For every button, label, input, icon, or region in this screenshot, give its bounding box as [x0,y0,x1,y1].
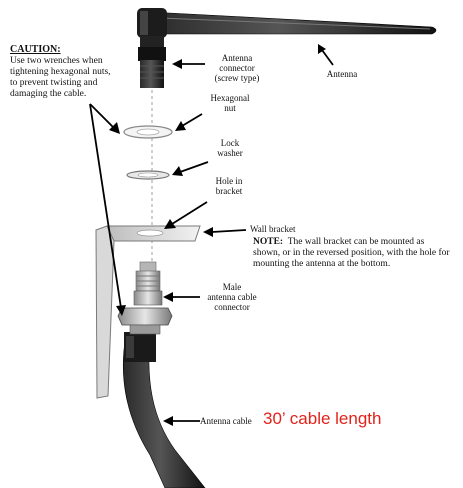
label-hole-in-bracket: Hole in bracket [215,176,243,196]
label-antenna: Antenna [326,69,358,79]
arrow-antenna [318,44,334,66]
antenna-connector [138,36,166,88]
arrow-antenna-cable [163,416,200,426]
wall-bracket [95,225,201,399]
arrow-male-connector [163,292,200,302]
note-title: NOTE: [253,237,284,247]
arrow-hexagonal-nut [175,113,203,131]
caution-text: Use two wrenches when tightening hexagon… [10,56,111,99]
antenna-elbow [137,8,167,38]
note-text: NOTE: The wall bracket can be mounted as… [253,237,453,270]
label-male-connector: Male antenna cable connector [207,282,257,312]
lock-washer [126,170,170,180]
label-antenna-connector: Antenna connector (screw type) [214,53,260,83]
male-cable-connector [117,261,173,335]
arrow-caution-to-nut [89,103,120,134]
arrow-antenna-connector [172,59,205,69]
callout-arrows [89,44,334,426]
antenna-cable [122,332,206,488]
cable-length-callout: 30’ cable length [263,409,382,428]
label-hexagonal-nut: Hexagonal nut [210,93,250,113]
arrow-caution-to-cable-nut [89,103,126,316]
antenna-whip [149,11,437,35]
label-antenna-cable: Antenna cable [200,416,252,426]
arrow-wall-bracket [203,227,247,237]
label-lock-washer: Lock washer [217,138,243,158]
arrow-lock-washer [172,161,209,176]
note-body: The wall bracket can be mounted as shown… [253,237,450,269]
hexagonal-nut [123,125,173,139]
label-wall-bracket: Wall bracket [250,224,296,234]
caution-title: CAUTION: [10,44,61,55]
arrow-hole-in-bracket [164,201,208,229]
